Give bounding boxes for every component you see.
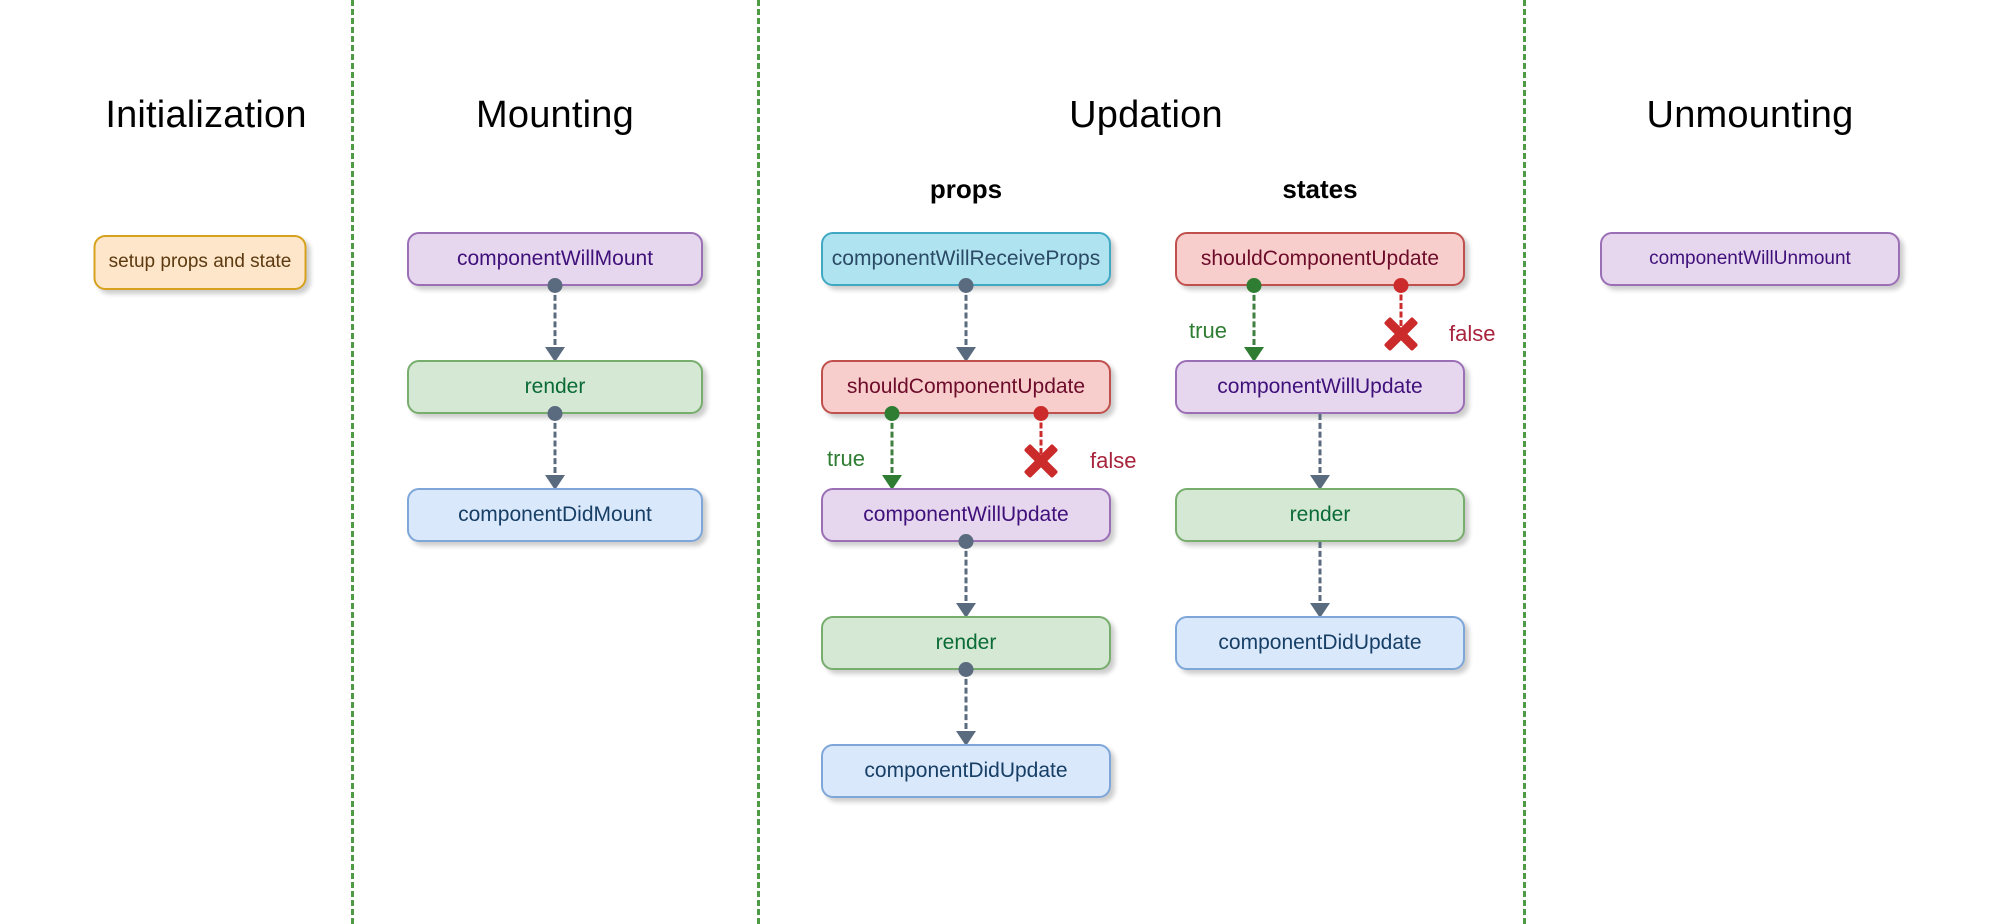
node-component-did-update-props[interactable]: componentDidUpdate <box>821 744 1111 798</box>
arrowhead-icon <box>1310 603 1330 618</box>
node-should-component-update-props[interactable]: shouldComponentUpdate <box>821 360 1111 414</box>
node-render-states[interactable]: render <box>1175 488 1465 542</box>
branch-label-props-false: false <box>1090 448 1137 473</box>
node-should-component-update-states[interactable]: shouldComponentUpdate <box>1175 232 1465 286</box>
arrowhead-icon <box>956 603 976 618</box>
connector-source-dot-false <box>1393 278 1409 293</box>
connector-states-false-branch <box>1391 278 1411 326</box>
arrowhead-icon <box>545 347 565 362</box>
connector-render-to-did-update-states <box>1310 542 1330 618</box>
section-title-unmounting: Unmounting <box>1646 94 1854 136</box>
connector-render-to-did-mount <box>545 406 565 490</box>
node-component-did-update-states[interactable]: componentDidUpdate <box>1175 616 1465 670</box>
branch-label-states-true: true <box>1189 318 1227 343</box>
connector-states-true-branch <box>1244 278 1264 362</box>
x-terminator-icon-props <box>1021 441 1061 481</box>
arrowhead-icon <box>545 475 565 490</box>
connector-will-mount-to-render <box>545 278 565 362</box>
divider-updation-unmounting <box>1523 0 1526 924</box>
connector-source-dot <box>958 662 974 677</box>
node-render-mounting[interactable]: render <box>407 360 703 414</box>
branch-label-props-true: true <box>827 446 865 471</box>
arrowhead-icon <box>882 475 902 490</box>
divider-mounting-updation <box>757 0 760 924</box>
connector-source-dot <box>958 278 974 293</box>
connector-will-update-to-render-states <box>1310 414 1330 490</box>
arrowhead-icon <box>1310 475 1330 490</box>
subsection-title-states: states <box>1282 174 1358 204</box>
section-title-updation: Updation <box>1069 94 1223 136</box>
section-title-mounting: Mounting <box>476 94 634 136</box>
connector-source-dot <box>958 534 974 549</box>
connector-props-true-branch <box>882 406 902 490</box>
connector-render-to-did-update-props <box>956 662 976 746</box>
node-component-will-receive-props[interactable]: componentWillReceiveProps <box>821 232 1111 286</box>
divider-initialization-mounting <box>351 0 354 924</box>
node-render-props[interactable]: render <box>821 616 1111 670</box>
node-component-will-unmount[interactable]: componentWillUnmount <box>1600 232 1900 286</box>
connector-source-dot-true <box>884 406 900 421</box>
connector-will-receive-props-to-should-update <box>956 278 976 362</box>
connector-will-update-to-render-props <box>956 534 976 618</box>
arrowhead-icon <box>956 731 976 746</box>
section-title-initialization: Initialization <box>105 94 307 136</box>
node-setup-props-and-state[interactable]: setup props and state <box>93 235 307 290</box>
node-component-will-update-states[interactable]: componentWillUpdate <box>1175 360 1465 414</box>
node-component-did-mount[interactable]: componentDidMount <box>407 488 703 542</box>
connector-source-dot <box>547 406 563 421</box>
subsection-title-props: props <box>929 174 1003 204</box>
connector-source-dot-false <box>1033 406 1049 421</box>
connector-props-false-branch <box>1031 406 1051 454</box>
branch-label-states-false: false <box>1449 321 1496 346</box>
arrowhead-icon <box>956 347 976 362</box>
node-component-will-mount[interactable]: componentWillMount <box>407 232 703 286</box>
x-terminator-icon-states <box>1381 314 1421 354</box>
arrowhead-icon <box>1244 347 1264 362</box>
connector-source-dot-true <box>1246 278 1262 293</box>
connector-source-dot <box>547 278 563 293</box>
